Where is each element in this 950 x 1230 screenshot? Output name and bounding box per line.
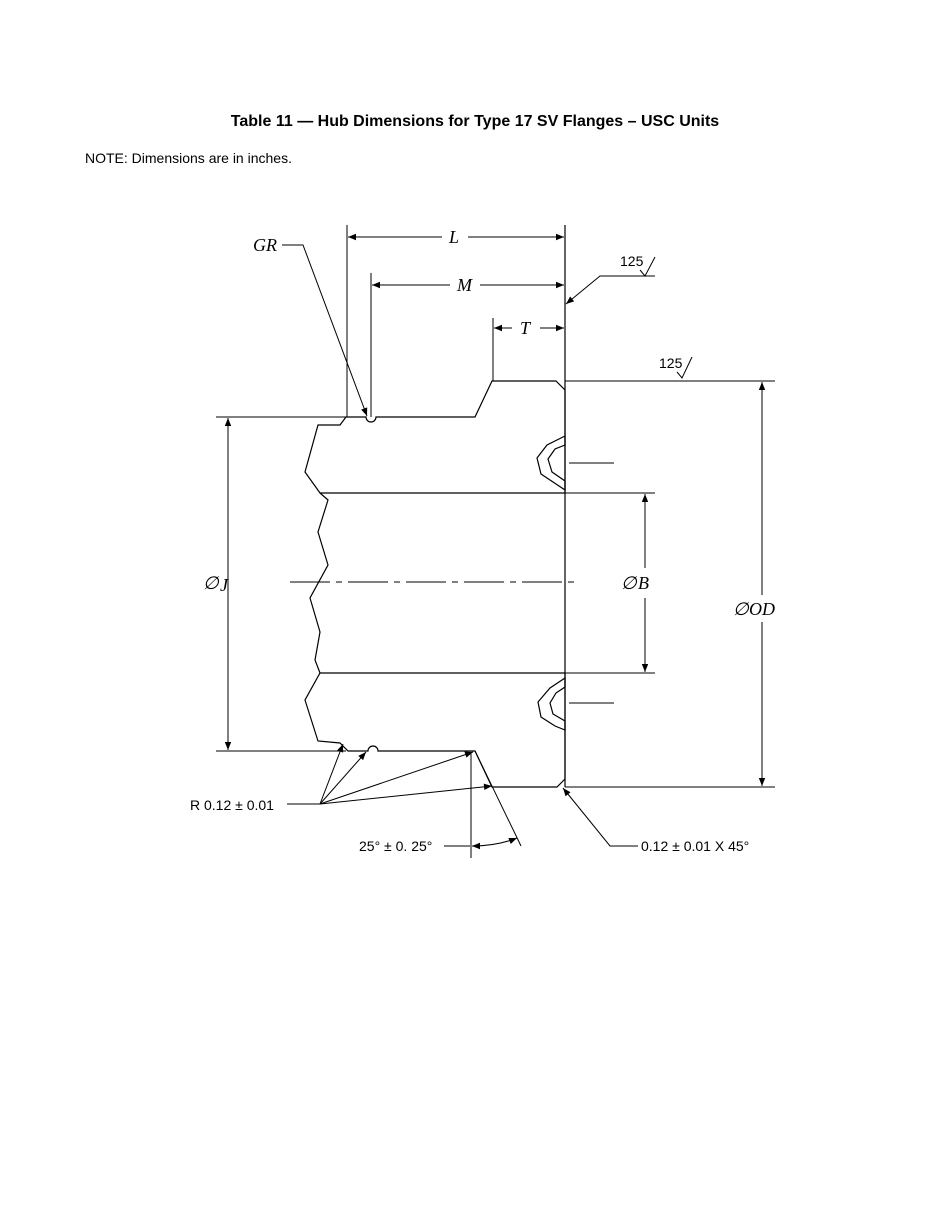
- dia-symbol-j: ∅: [203, 573, 220, 593]
- finish-label-face: 125: [659, 355, 683, 371]
- lower-hub-section: [304, 672, 566, 788]
- label-radius: R 0.12 ± 0.01: [190, 797, 274, 813]
- break-line: [309, 492, 329, 674]
- dim-label-b: B: [638, 573, 649, 593]
- dim-label-l: L: [448, 227, 459, 247]
- upper-seal-ring: [536, 435, 566, 492]
- label-gr: GR: [253, 235, 277, 255]
- dim-label-m: M: [456, 275, 473, 295]
- finish-leader-top: [565, 275, 655, 305]
- finish-label-top: 125: [620, 253, 644, 269]
- angle-arc: [471, 837, 518, 850]
- radius-leader-2: [319, 751, 367, 805]
- dim-label-od: OD: [749, 599, 775, 619]
- radius-leader-1: [287, 743, 344, 805]
- page-title: Table 11 — Hub Dimensions for Type 17 SV…: [230, 113, 720, 130]
- dia-symbol-od: ∅: [733, 599, 750, 619]
- radius-leader-4: [319, 783, 493, 805]
- upper-hub-section: [304, 380, 566, 494]
- radius-leader-3: [319, 751, 474, 805]
- angle-ext-slanted: [474, 750, 522, 847]
- dia-symbol-b: ∅: [621, 573, 638, 593]
- chamfer-leader: [562, 787, 638, 847]
- gr-leader: [282, 244, 368, 417]
- label-chamfer: 0.12 ± 0.01 X 45°: [641, 838, 749, 854]
- units-note: NOTE: Dimensions are in inches.: [85, 150, 292, 166]
- dim-label-t: T: [520, 318, 532, 338]
- lower-seal-ring: [537, 676, 566, 731]
- dim-label-j: J: [220, 575, 229, 595]
- finish-symbol-face: [676, 356, 693, 379]
- label-angle: 25° ± 0. 25°: [359, 838, 432, 854]
